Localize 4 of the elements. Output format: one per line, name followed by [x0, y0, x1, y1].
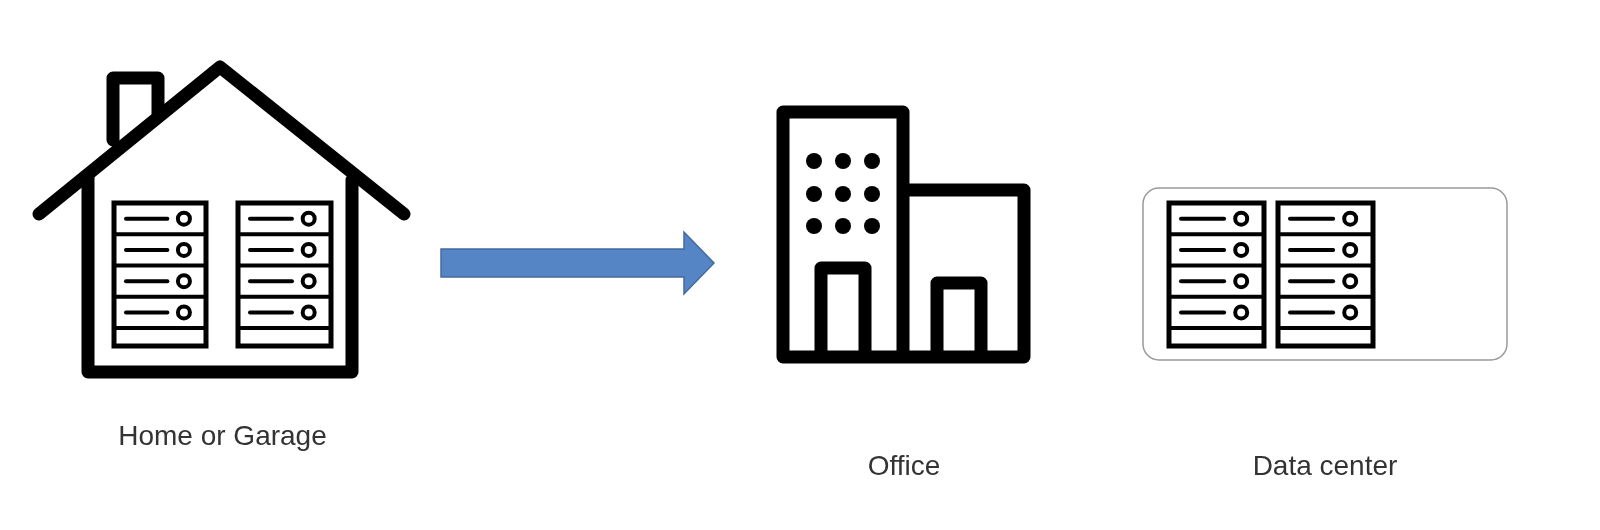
node-label: Data center [1252, 450, 1398, 482]
block-arrow [440, 230, 716, 296]
node-label: Office [867, 450, 941, 482]
node-label: Home or Garage [118, 420, 327, 452]
